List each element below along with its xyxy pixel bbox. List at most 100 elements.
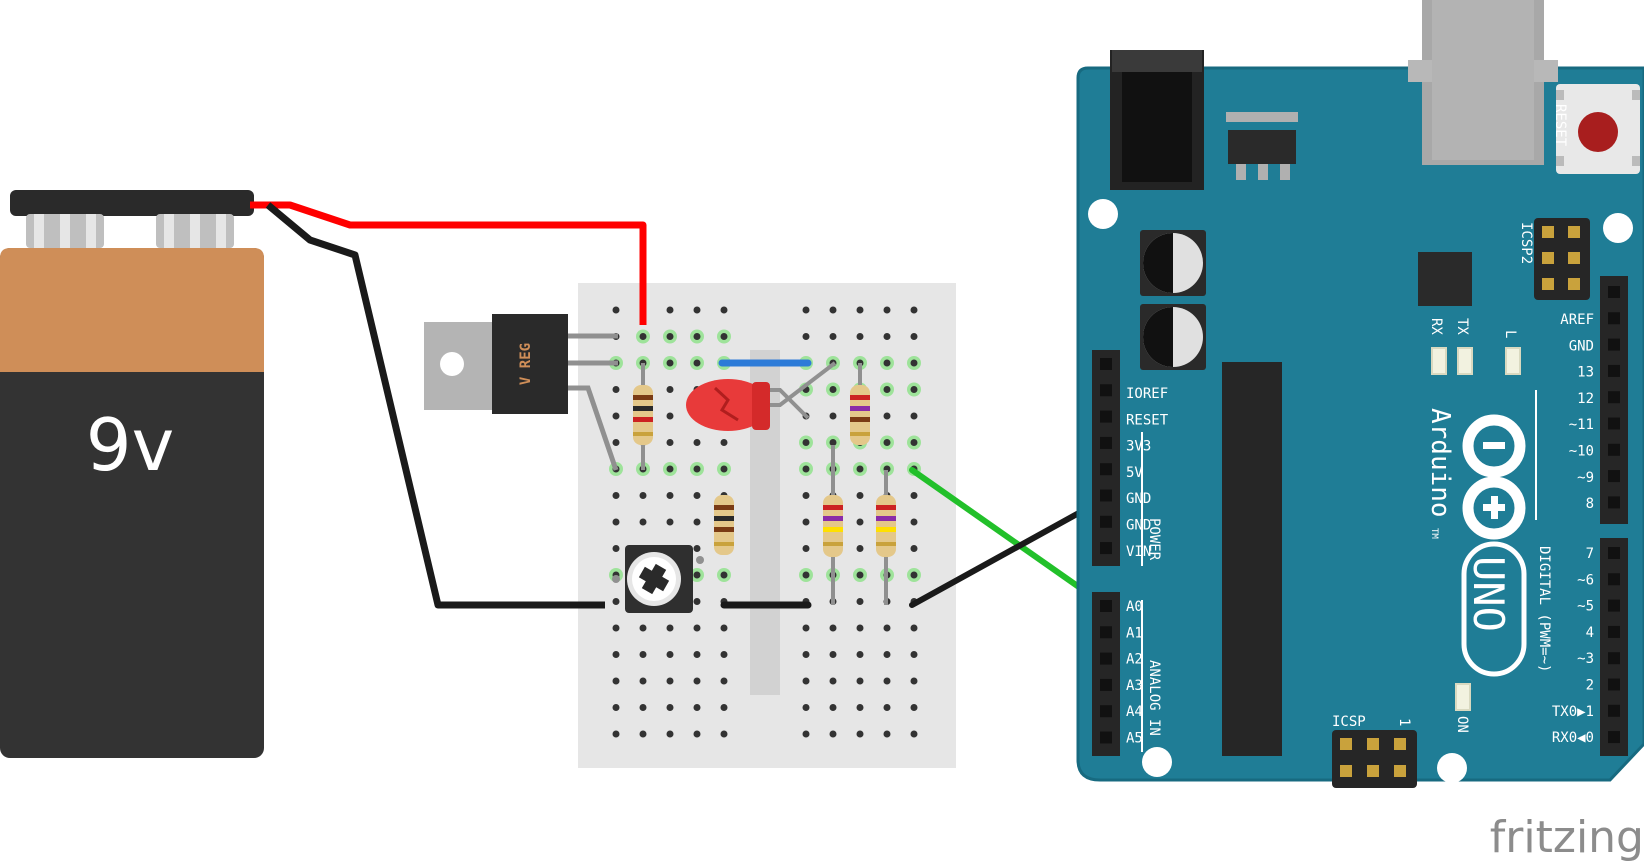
- header-pin[interactable]: [1100, 384, 1112, 397]
- header-pin[interactable]: [1608, 470, 1620, 483]
- header-pin[interactable]: [1100, 515, 1112, 528]
- breadboard-hole: [666, 359, 674, 367]
- breadboard-hole: [856, 465, 864, 473]
- header-pin[interactable]: [1608, 443, 1620, 456]
- header-pin[interactable]: [1100, 358, 1112, 370]
- icsp-pin[interactable]: [1542, 278, 1554, 290]
- breadboard-hole: [693, 545, 701, 552]
- icsp-pin[interactable]: [1367, 738, 1379, 750]
- breadboard-hole: [829, 730, 837, 738]
- header-pin[interactable]: [1608, 625, 1620, 638]
- header-pin[interactable]: [1100, 652, 1112, 665]
- breadboard-hole: [802, 651, 810, 658]
- header-pin[interactable]: [1608, 391, 1620, 404]
- rx-led: [1431, 347, 1447, 375]
- breadboard-hole: [802, 439, 810, 446]
- header-pin[interactable]: [1608, 312, 1620, 325]
- header-pin[interactable]: [1100, 626, 1112, 639]
- breadboard-hole: [802, 306, 810, 314]
- header-pin[interactable]: [1100, 600, 1112, 612]
- breadboard-hole: [612, 545, 620, 552]
- icsp-pin[interactable]: [1542, 252, 1554, 264]
- header-pin[interactable]: [1608, 547, 1620, 559]
- breadboard-hole: [612, 651, 620, 658]
- logo-minus: [1483, 442, 1505, 449]
- icsp-pin[interactable]: [1542, 226, 1554, 238]
- pin-label: A0: [1126, 599, 1143, 615]
- breadboard-hole: [720, 306, 728, 314]
- header-pin[interactable]: [1608, 286, 1620, 298]
- header-pin[interactable]: [1608, 364, 1620, 377]
- breadboard-hole: [666, 518, 674, 526]
- battery-9v: 9v: [0, 190, 264, 758]
- header-pin[interactable]: [1100, 436, 1112, 449]
- header-pin[interactable]: [1608, 417, 1620, 430]
- icsp-pin[interactable]: [1340, 738, 1352, 750]
- header-pin[interactable]: [1100, 410, 1112, 423]
- header-pin[interactable]: [1100, 489, 1112, 502]
- header-pin[interactable]: [1608, 678, 1620, 691]
- logo-plus-v: [1491, 496, 1498, 519]
- breadboard-hole: [639, 704, 647, 711]
- tx-led: [1457, 347, 1473, 375]
- pin-label: A1: [1126, 625, 1143, 641]
- pin-label: ~6: [1577, 572, 1594, 588]
- breadboard-hole: [829, 412, 837, 420]
- breadboard-hole: [612, 704, 620, 711]
- icsp-pin[interactable]: [1367, 765, 1379, 777]
- trademark-label: TM: [1429, 528, 1439, 539]
- header-pin[interactable]: [1608, 573, 1620, 586]
- breadboard-hole: [693, 677, 701, 685]
- icsp2-label: ICSP2: [1518, 222, 1534, 264]
- icsp-pin[interactable]: [1394, 765, 1406, 777]
- breadboard-hole: [666, 651, 674, 658]
- icsp-pin[interactable]: [1568, 226, 1580, 238]
- breadboard-hole: [720, 677, 728, 685]
- breadboard-hole: [802, 333, 810, 340]
- breadboard-hole: [693, 465, 701, 473]
- pin-label: ~11: [1569, 417, 1594, 433]
- header-pin[interactable]: [1100, 463, 1112, 476]
- header-pin[interactable]: [1100, 542, 1112, 555]
- breadboard-hole: [802, 704, 810, 711]
- icsp-pin[interactable]: [1394, 738, 1406, 750]
- breadboard-hole: [612, 386, 620, 393]
- breadboard-hole: [883, 359, 891, 367]
- header-pin[interactable]: [1608, 599, 1620, 612]
- breadboard-hole: [910, 333, 918, 340]
- breadboard-hole: [666, 306, 674, 314]
- breadboard-hole: [856, 571, 864, 579]
- arduino-logo: [1462, 414, 1526, 540]
- atmega-chip: [1222, 362, 1282, 756]
- wire-battery-positive: [250, 201, 647, 325]
- reset-button[interactable]: [1556, 84, 1640, 174]
- breadboard-hole: [883, 439, 891, 446]
- icsp-pin[interactable]: [1340, 765, 1352, 777]
- header-pin[interactable]: [1100, 678, 1112, 691]
- breadboard-hole: [693, 492, 701, 499]
- header-pin[interactable]: [1608, 652, 1620, 665]
- led-dome: [686, 379, 770, 431]
- icsp-pin[interactable]: [1568, 278, 1580, 290]
- icsp-pin1-label: 1: [1396, 718, 1412, 726]
- model-label: UNO: [1464, 556, 1513, 632]
- header-pin[interactable]: [1100, 731, 1112, 744]
- breadboard-hole: [693, 598, 701, 605]
- header-pin[interactable]: [1608, 731, 1620, 744]
- header-pin[interactable]: [1608, 704, 1620, 717]
- breadboard-hole: [802, 571, 810, 579]
- icsp-pin[interactable]: [1568, 252, 1580, 264]
- breadboard-hole: [856, 730, 864, 738]
- pin-label: 5V: [1126, 465, 1143, 481]
- breadboard-hole: [693, 333, 701, 340]
- breadboard-hole: [612, 439, 620, 446]
- pin-label: GND: [1126, 518, 1151, 534]
- digital-header-bottom: [1600, 538, 1628, 756]
- header-pin[interactable]: [1608, 338, 1620, 351]
- header-pin[interactable]: [1608, 496, 1620, 509]
- breadboard-hole: [720, 571, 728, 579]
- header-pin[interactable]: [1100, 705, 1112, 718]
